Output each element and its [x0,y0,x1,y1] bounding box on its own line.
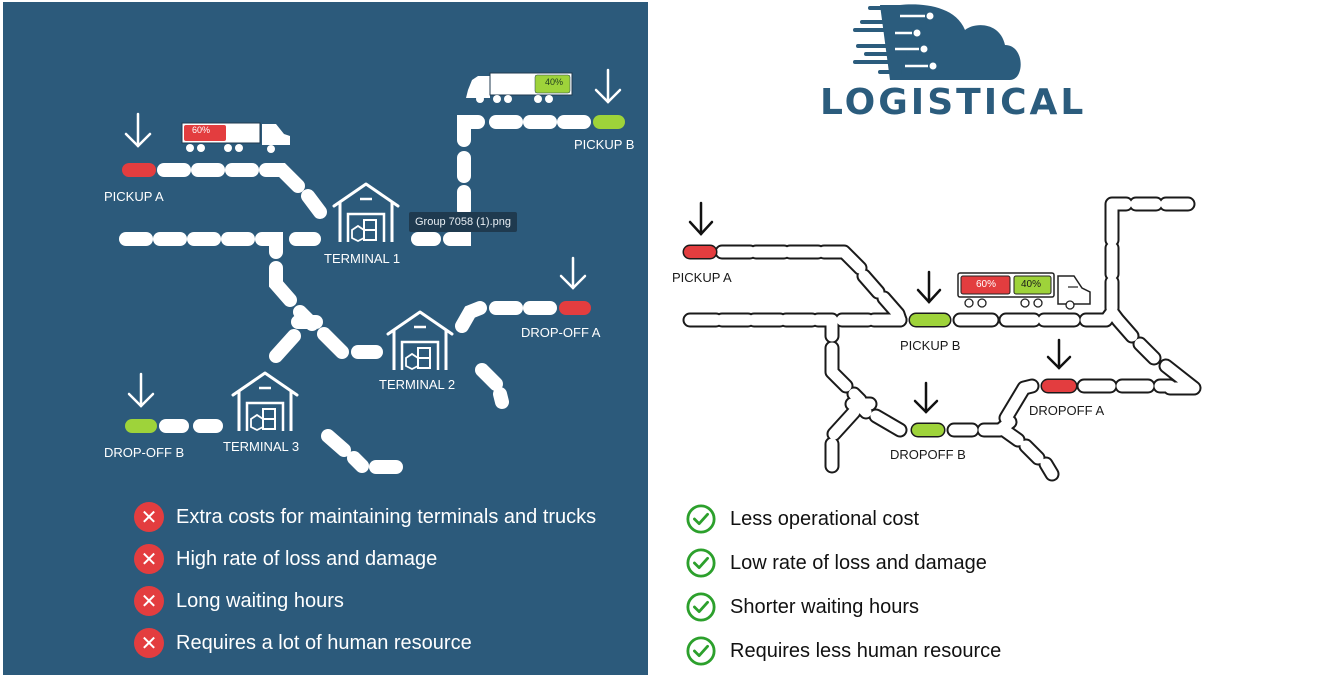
cons-item: ✕Extra costs for maintaining terminals a… [134,496,596,538]
x-icon: ✕ [134,586,164,616]
cons-item: ✕Requires a lot of human resource [134,622,596,664]
brand-name: LOGISTICAL [820,82,1087,123]
check-icon [686,636,716,666]
r-pickup-a-arrow-icon [688,201,714,236]
x-icon: ✕ [134,502,164,532]
traditional-route-diagram [119,68,625,474]
cons-item: ✕High rate of loss and damage [134,538,596,580]
x-icon: ✕ [134,628,164,658]
pros-item: Less operational cost [686,497,1001,541]
route-a-segments [157,163,327,219]
r-pickup-b-arrow-icon [916,270,942,304]
truck-a-load: 60% [192,125,211,135]
check-icon [686,548,716,578]
terminal-2-road [269,261,557,409]
dropoff-a-label: DROP-OFF A [521,325,601,340]
terminal-2-warehouse-icon [386,310,454,372]
cloud-logo-icon [853,4,1021,80]
terminal-3-label: TERMINAL 3 [223,439,300,454]
truck-b-icon [466,72,573,103]
r-dropoff-b-label: DROPOFF B [890,447,966,462]
truck-a-icon [181,122,290,153]
terminal-1-warehouse-icon [332,182,400,244]
terminal-2-label: TERMINAL 2 [379,377,456,392]
r-truck-load-green: 40% [1021,279,1042,290]
pickup-a-label: PICKUP A [104,189,164,204]
terminal-1-road [119,115,591,259]
terminal-1-label: TERMINAL 1 [324,251,401,266]
r-pickup-a-label: PICKUP A [672,270,732,285]
pros-item: Requires less human resource [686,629,1001,673]
pickup-b-arrow-icon [594,68,622,104]
check-icon [686,592,716,622]
x-icon: ✕ [134,544,164,574]
dropoff-a-arrow-icon [559,256,587,290]
r-truck-load-red: 60% [976,279,997,290]
cons-list: ✕Extra costs for maintaining terminals a… [134,496,596,664]
truck-b-load: 40% [545,77,564,87]
r-dropoff-a-label: DROPOFF A [1029,403,1105,418]
check-icon [686,504,716,534]
pros-item: Shorter waiting hours [686,585,1001,629]
dropoff-b-label: DROP-OFF B [104,445,185,460]
pickup-b-label: PICKUP B [574,137,635,152]
r-dropoff-a-arrow-icon [1046,338,1072,370]
r-pickup-b-label: PICKUP B [900,338,961,353]
pros-item: Low rate of loss and damage [686,541,1001,585]
r-dropoff-b-arrow-icon [913,381,939,414]
terminal-3-warehouse-icon [231,371,299,433]
filename-tooltip: Group 7058 (1).png [409,212,518,232]
dropoff-b-arrow-icon [127,372,155,408]
cons-item: ✕Long waiting hours [134,580,596,622]
pros-list: Less operational cost Low rate of loss a… [686,497,1001,673]
terminal-3-road [159,419,403,474]
pickup-a-arrow-icon [124,112,152,148]
